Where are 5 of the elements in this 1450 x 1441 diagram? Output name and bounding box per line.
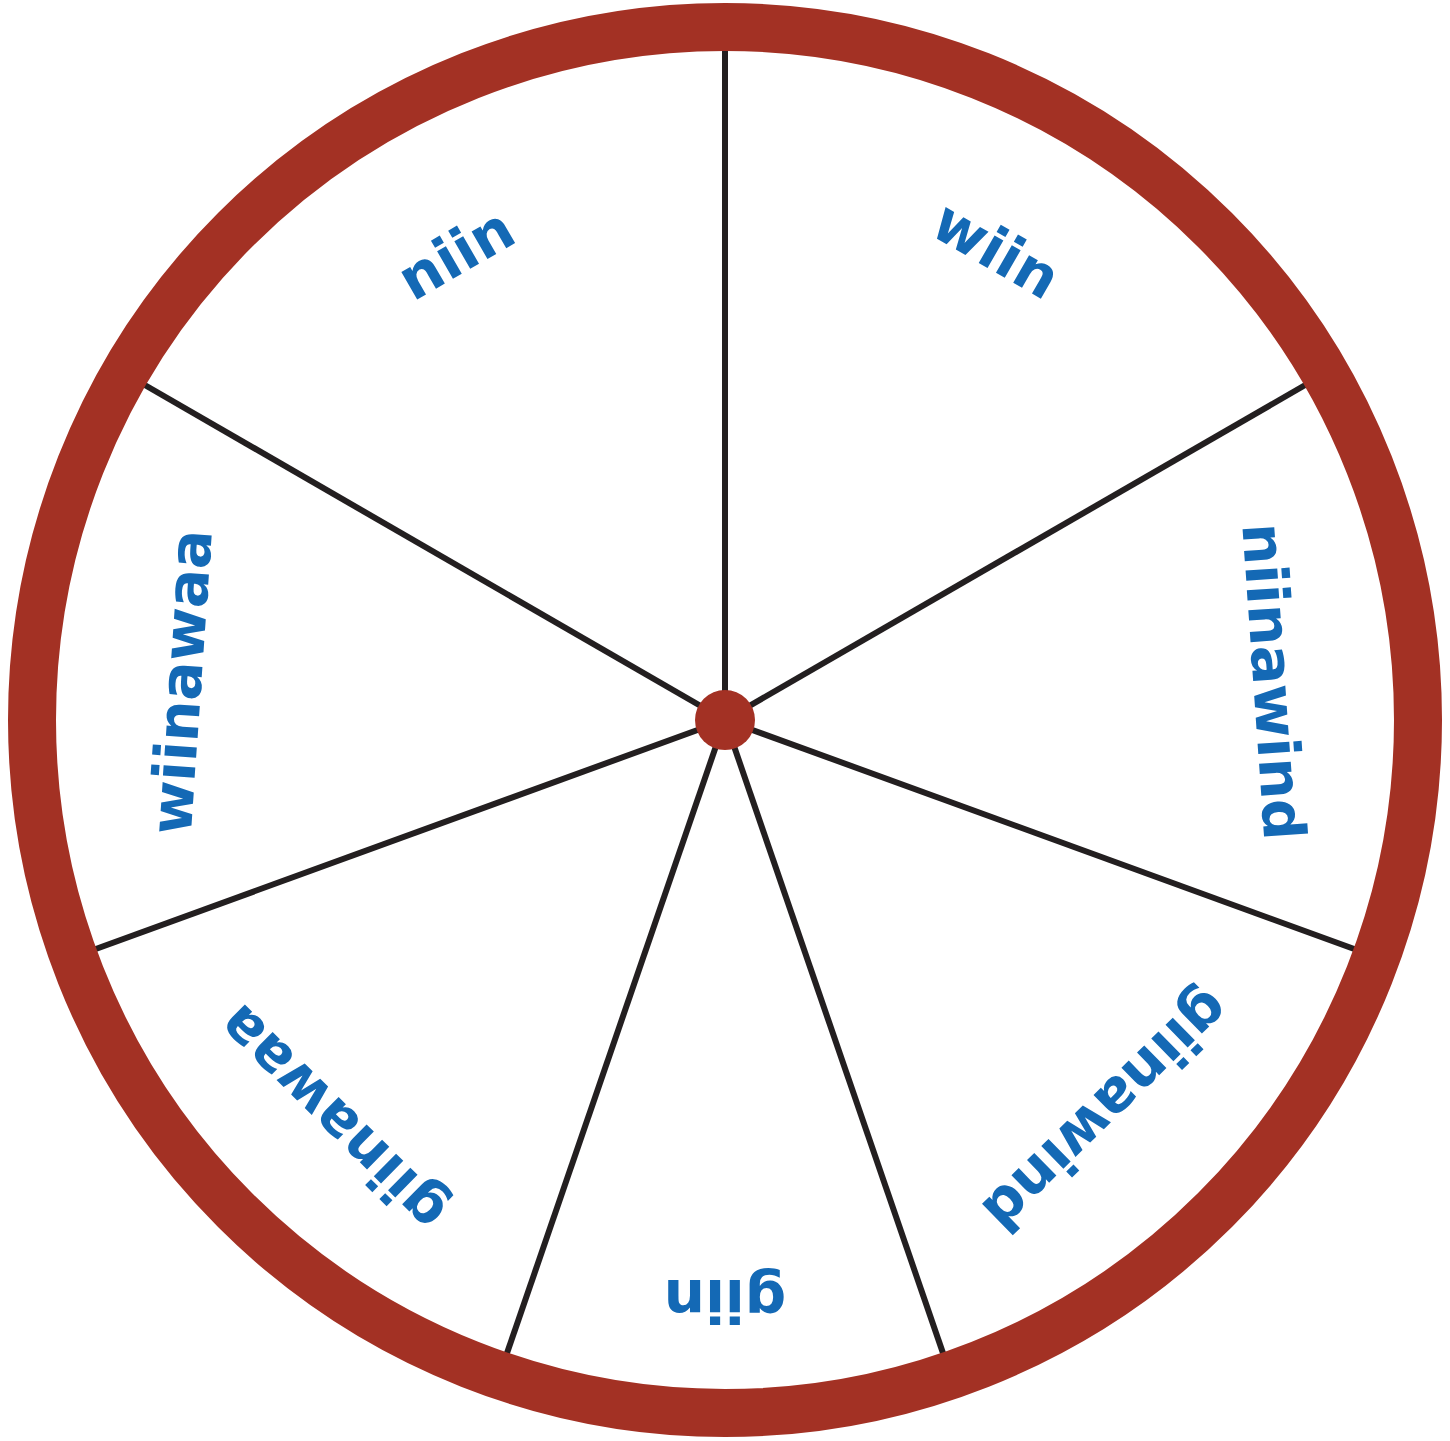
- sector-label: wiin: [918, 181, 1075, 319]
- sector-label: wiinawaa: [130, 526, 232, 838]
- sector-label: niin: [383, 188, 529, 320]
- sector-label: niinawind: [1222, 520, 1325, 843]
- sector-label: giin: [663, 1260, 787, 1340]
